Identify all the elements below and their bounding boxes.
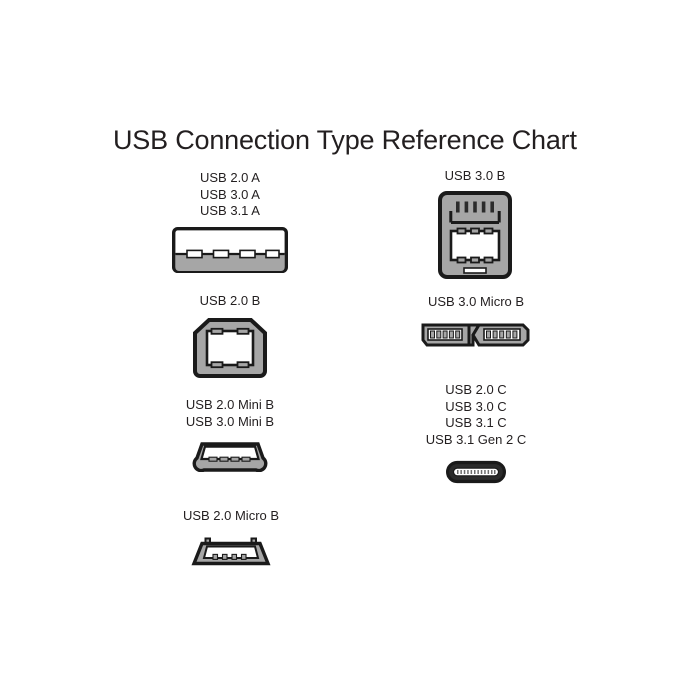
usb-type-c-connector-icon	[446, 460, 506, 484]
connector-label: USB 3.0 Micro B	[427, 294, 525, 309]
connector-entry-usb-c: USB 2.0 C USB 3.0 C USB 3.1 C USB 3.1 Ge…	[400, 382, 552, 484]
connector-label: USB 3.0 A	[200, 186, 260, 202]
connector-label: USB 2.0 A	[200, 170, 260, 185]
usb-type-a-connector-icon	[172, 226, 288, 273]
label-group-usb-2-micro-b: USB 2.0 Micro B	[183, 508, 279, 525]
label-group-usb-3-b: USB 3.0 B	[445, 168, 506, 185]
connector-label: USB 3.1 Gen 2 C	[425, 431, 527, 447]
connector-entry-usb-3-b: USB 3.0 B	[405, 168, 545, 279]
connector-label: USB 2.0 Micro B	[182, 508, 280, 523]
connector-figure-usb-2-micro-b	[189, 537, 273, 567]
connector-label: USB 2.0 B	[199, 293, 261, 308]
connector-figure-usb-mini-b	[185, 442, 275, 472]
connector-figure-usb-a	[172, 226, 288, 273]
connector-label: USB 3.0 C	[445, 398, 507, 414]
connector-entry-usb-2-b: USB 2.0 B	[162, 293, 298, 378]
usb-mini-b-connector-icon	[192, 442, 268, 472]
usb-2-micro-b-connector-icon	[191, 537, 271, 565]
connector-label: USB 2.0 Mini B	[185, 397, 275, 412]
connector-entry-usb-mini-b: USB 2.0 Mini B USB 3.0 Mini B	[160, 397, 300, 472]
label-group-usb-2-b: USB 2.0 B	[200, 293, 261, 310]
connector-label: USB 3.0 B	[444, 168, 506, 183]
usb-2-type-b-connector-icon	[193, 317, 267, 378]
connector-entry-usb-3-micro-b: USB 3.0 Micro B	[404, 294, 548, 347]
connector-label: USB 3.1 C	[445, 415, 507, 430]
connector-figure-usb-3-micro-b	[421, 323, 531, 347]
connector-figure-usb-2-b	[193, 317, 267, 378]
connector-entry-usb-2-micro-b: USB 2.0 Micro B	[158, 508, 304, 567]
label-group-usb-a: USB 2.0 A USB 3.0 A USB 3.1 A	[200, 170, 260, 220]
usb-3-type-b-connector-icon	[438, 190, 512, 279]
connector-label: USB 3.1 A	[200, 203, 260, 218]
page-title: USB Connection Type Reference Chart	[113, 125, 577, 155]
connector-figure-usb-c	[446, 460, 506, 484]
label-group-usb-mini-b: USB 2.0 Mini B USB 3.0 Mini B	[186, 397, 274, 430]
usb-3-micro-b-connector-icon	[421, 323, 530, 346]
connector-label: USB 2.0 C	[445, 382, 507, 397]
connector-label: USB 3.0 Mini B	[185, 413, 275, 429]
label-group-usb-c: USB 2.0 C USB 3.0 C USB 3.1 C USB 3.1 Ge…	[426, 382, 526, 448]
connector-entry-usb-a: USB 2.0 A USB 3.0 A USB 3.1 A	[160, 170, 300, 273]
connector-figure-usb-3-b	[438, 190, 512, 279]
label-group-usb-3-micro-b: USB 3.0 Micro B	[428, 294, 524, 311]
